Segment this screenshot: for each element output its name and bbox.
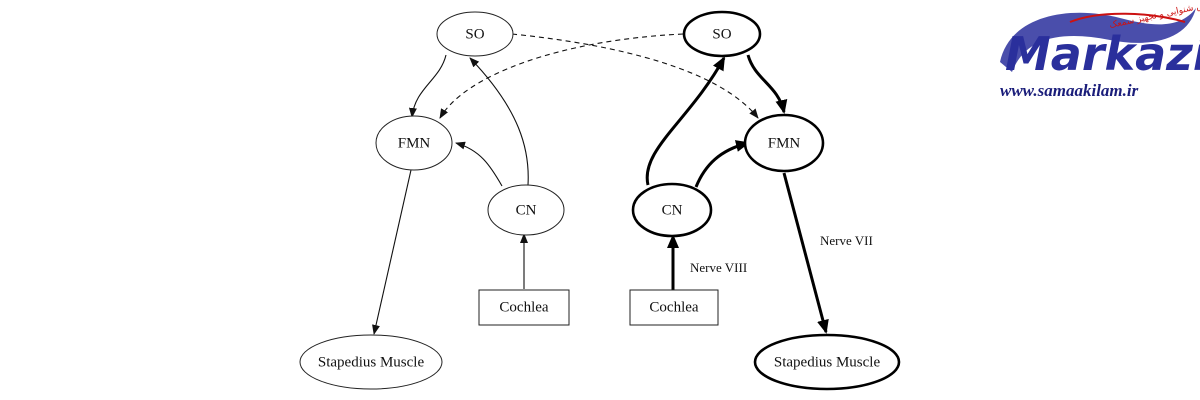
edge-left-cn-to-fmn xyxy=(455,141,503,187)
edge-right-cn-to-so xyxy=(645,56,726,186)
crossed-pathway-edges xyxy=(439,33,759,119)
edge-right-fmn-to-stapedius xyxy=(782,172,829,334)
logo-word: Markazi xyxy=(1005,27,1200,81)
right-pathway-edges xyxy=(645,54,829,334)
node-right-fmn: FMN xyxy=(743,113,825,173)
node-left-cn: CN xyxy=(487,184,565,236)
edge-right-cn-to-fmn xyxy=(694,140,750,188)
edge-left-so-to-fmn xyxy=(408,54,447,118)
node-right-so-label: SO xyxy=(712,26,731,42)
node-left-cochlea: Cochlea xyxy=(478,289,570,326)
node-right-stapedius-label: Stapedius Muscle xyxy=(774,354,881,370)
node-right-fmn-label: FMN xyxy=(768,135,801,151)
node-left-fmn-label: FMN xyxy=(398,135,431,151)
node-right-so: SO xyxy=(682,10,762,58)
node-right-cochlea-label: Cochlea xyxy=(649,299,698,315)
edge-left-fmn-to-stapedius xyxy=(372,169,412,335)
node-left-fmn: FMN xyxy=(375,115,453,171)
nerve-viii-label: Nerve VIII xyxy=(690,260,747,275)
logo-url[interactable]: www.samaakilam.ir xyxy=(1000,81,1139,100)
node-left-cn-label: CN xyxy=(516,202,537,218)
node-left-so: SO xyxy=(436,11,514,57)
node-left-cochlea-label: Cochlea xyxy=(499,299,548,315)
edge-left-cn-to-so xyxy=(469,57,529,186)
left-pathway-edges xyxy=(372,54,529,335)
node-right-cn: CN xyxy=(631,182,713,238)
logo-swoosh-icon xyxy=(1000,8,1196,72)
edge-right-so-to-left-fmn xyxy=(439,33,684,119)
node-right-cochlea: Cochlea xyxy=(629,289,719,326)
edge-right-so-to-fmn xyxy=(746,54,788,114)
logo: Markazi آزمایش شنوایی و تجهیز سمعک www.s… xyxy=(1000,0,1200,100)
node-left-stapedius-label: Stapedius Muscle xyxy=(318,354,425,370)
node-right-stapedius: Stapedius Muscle xyxy=(753,333,901,391)
node-left-stapedius: Stapedius Muscle xyxy=(299,334,443,390)
node-right-cn-label: CN xyxy=(662,202,683,218)
node-left-so-label: SO xyxy=(465,26,484,42)
logo-swoosh-accent-icon xyxy=(1069,12,1186,23)
nerve-vii-label: Nerve VII xyxy=(820,233,873,248)
